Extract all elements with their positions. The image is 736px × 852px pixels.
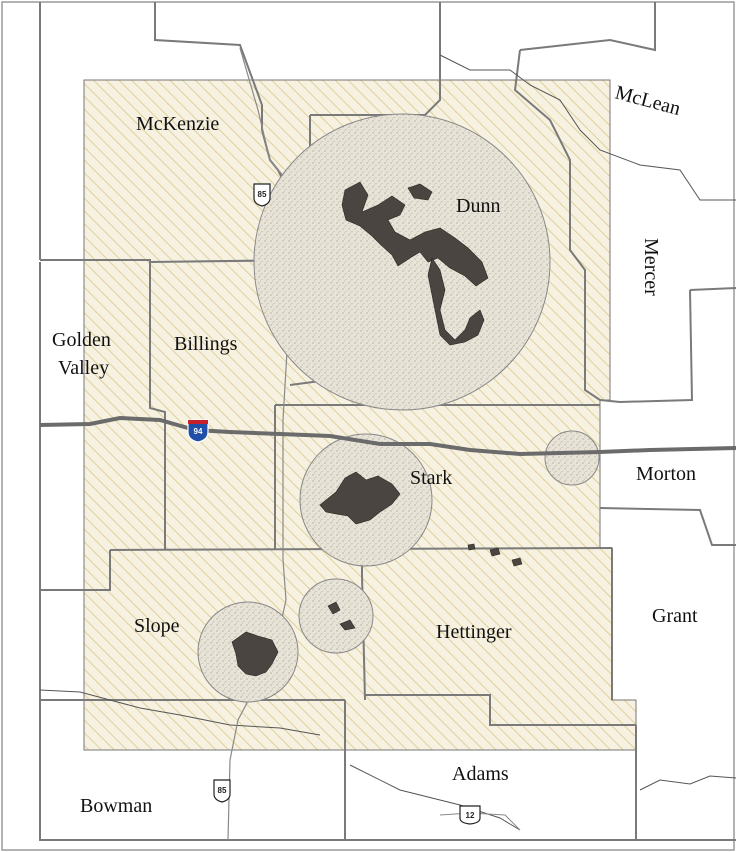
us12-shield: 12 [459,805,481,825]
label-bowman: Bowman [80,795,152,817]
boundary-hettinger-south [365,694,636,726]
deposit-stark [319,471,401,525]
label-mercer: Mercer [640,238,662,296]
interstate-shield-icon [187,419,209,443]
river-adams [349,764,521,831]
label-mckenzie: McKenzie [136,113,219,135]
boundary-south [39,700,736,841]
label-grant: Grant [652,605,698,627]
buffer-slope-small [298,578,374,654]
deposit-scatter [467,543,523,567]
i94-shield: 94 [187,419,209,443]
us85-south-label: 85 [218,786,227,795]
label-golden-valley-1: Golden [52,329,111,351]
us-route-shield-icon [459,805,481,825]
river-grant [639,775,736,791]
deposit-slope [231,631,279,677]
label-hettinger: Hettinger [436,621,512,643]
deposit-slope-small [327,601,356,631]
us-route-shield-icon [253,183,271,207]
deposits [231,181,523,677]
boundary-dunn-east [513,49,601,401]
us-85-road [227,47,291,841]
label-adams: Adams [452,763,509,785]
us-route-shield-icon [213,779,231,803]
us85-north-shield: 85 [253,183,271,207]
label-golden-valley-2: Valley [58,357,109,379]
boundary-slope-west [39,550,111,700]
label-stark: Stark [410,467,452,489]
us-12-road [439,812,521,831]
rivers [39,54,736,831]
deposit-dunn-branch [427,257,485,346]
county-boundaries [39,2,736,841]
us85-south-shield: 85 [213,779,231,803]
us12-label: 12 [466,811,475,820]
label-dunn: Dunn [456,195,500,217]
label-billings: Billings [174,333,238,355]
boundary-billings-west [149,262,166,550]
boundary-mercer-north [519,2,656,52]
deposit-dunn-branch-2 [407,183,433,201]
interstate-94 [39,415,736,457]
buffer-morton [544,430,600,486]
boundary-dunn-north [310,2,441,116]
label-morton: Morton [636,463,696,485]
i94-shield-label: 94 [194,427,203,436]
river-mclean [439,54,736,201]
boundary-morton-south [599,507,736,546]
boundary-mercer-east-2 [599,289,694,404]
boundary-mercer-east [689,287,736,291]
label-slope: Slope [134,615,180,637]
us85-north-label: 85 [258,190,267,199]
river-bowman [39,689,321,736]
deposit-dunn [341,181,489,287]
